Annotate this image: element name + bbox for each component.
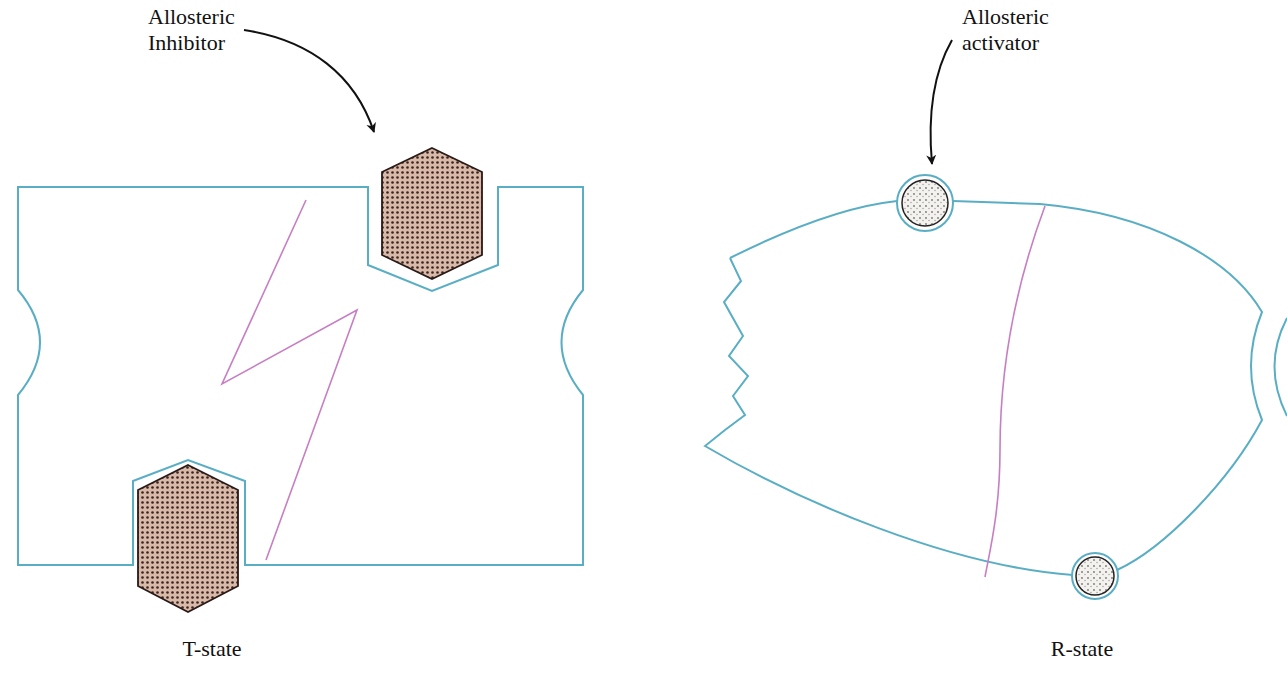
inhibitor-hexagon [138,465,238,612]
subunit-boundary [222,200,357,560]
pointer-arrow [931,40,952,164]
r-state-edge [1275,318,1287,416]
activator-circle [1072,553,1118,599]
state-label: T-state [182,636,241,662]
pointer-arrow [244,30,374,132]
inhibitor-hexagon [382,148,482,279]
activator-circle [1076,557,1114,595]
state-label: R-state [1051,636,1113,662]
label-text: Allosteric Inhibitor [148,4,235,56]
subunit-boundary [985,206,1045,577]
label-text: Allosteric activator [962,4,1049,56]
activator-circle [897,175,953,231]
r-state-enzyme [705,201,1262,575]
activator-circle [902,180,948,226]
t-state-enzyme [18,187,583,565]
